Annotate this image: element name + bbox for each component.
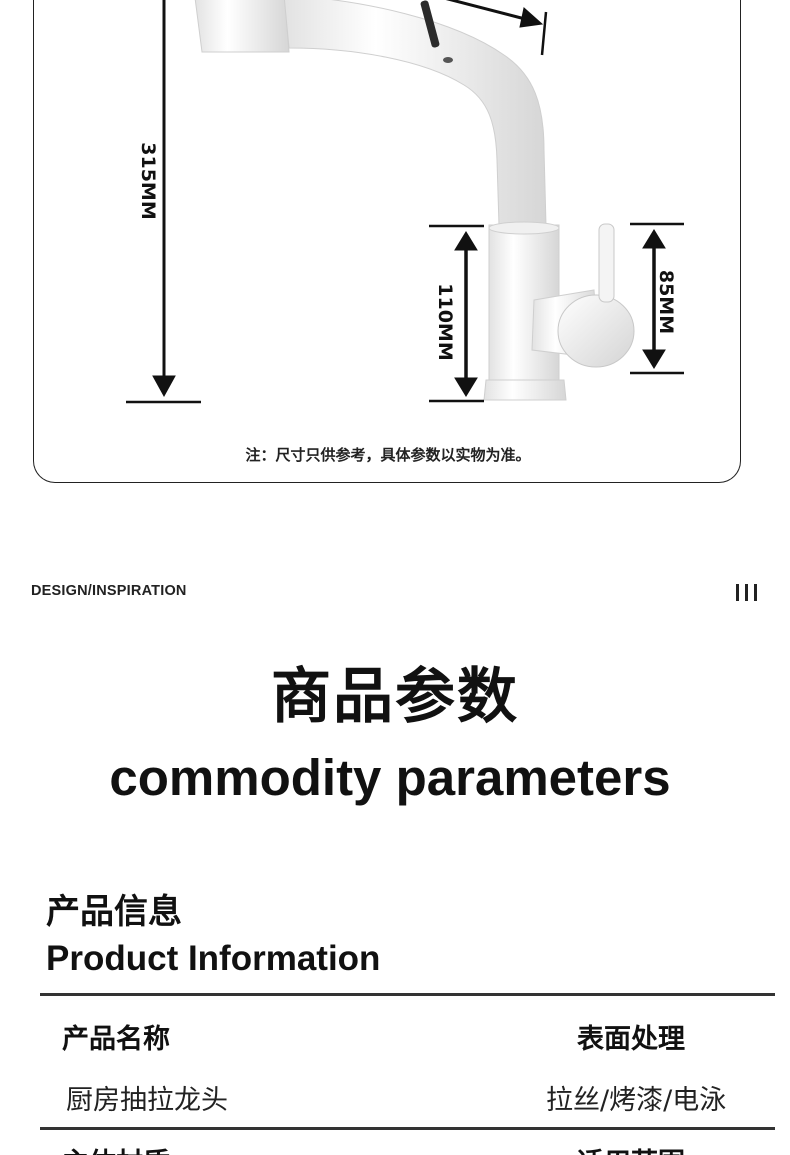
section-title-cn: 产品信息 — [46, 892, 182, 932]
table-row-rule — [40, 1127, 775, 1130]
dimension-note: 注：尺寸只供参考，具体参数以实物为准。 — [245, 446, 531, 464]
roman-numeral-three-icon — [736, 584, 760, 601]
page-title-en: commodity parameters — [109, 749, 671, 806]
dimension-315 — [126, 0, 201, 404]
param-value-product-name: 厨房抽拉龙头 — [66, 1085, 228, 1116]
label-85: 85MM — [655, 269, 677, 335]
param-label-material: 主体材质 — [62, 1141, 170, 1155]
param-label-surface: 表面处理 — [577, 1024, 685, 1055]
label-315: 315MM — [137, 142, 159, 220]
param-label-product-name: 产品名称 — [62, 1024, 170, 1055]
faucet-dimension-drawing — [126, 0, 684, 404]
dimension-85 — [630, 222, 684, 375]
param-value-surface: 拉丝/烤漆/电泳 — [546, 1085, 727, 1116]
param-label-scope: 适用范围 — [577, 1141, 685, 1155]
faucet-image — [194, 0, 635, 401]
table-top-rule — [40, 993, 775, 996]
section-title-en: Product Information — [46, 939, 381, 978]
label-110: 110MM — [434, 283, 456, 361]
dimension-spout — [445, 0, 548, 56]
dimension-110 — [429, 224, 484, 403]
page-title-cn: 商品参数 — [271, 662, 519, 732]
design-inspiration-tag: DESIGN/INSPIRATION — [31, 583, 187, 599]
dimension-panel: 315MM 110MM 85MM 注：尺寸只供参考，具体参数以实物为准。 — [33, 0, 741, 483]
